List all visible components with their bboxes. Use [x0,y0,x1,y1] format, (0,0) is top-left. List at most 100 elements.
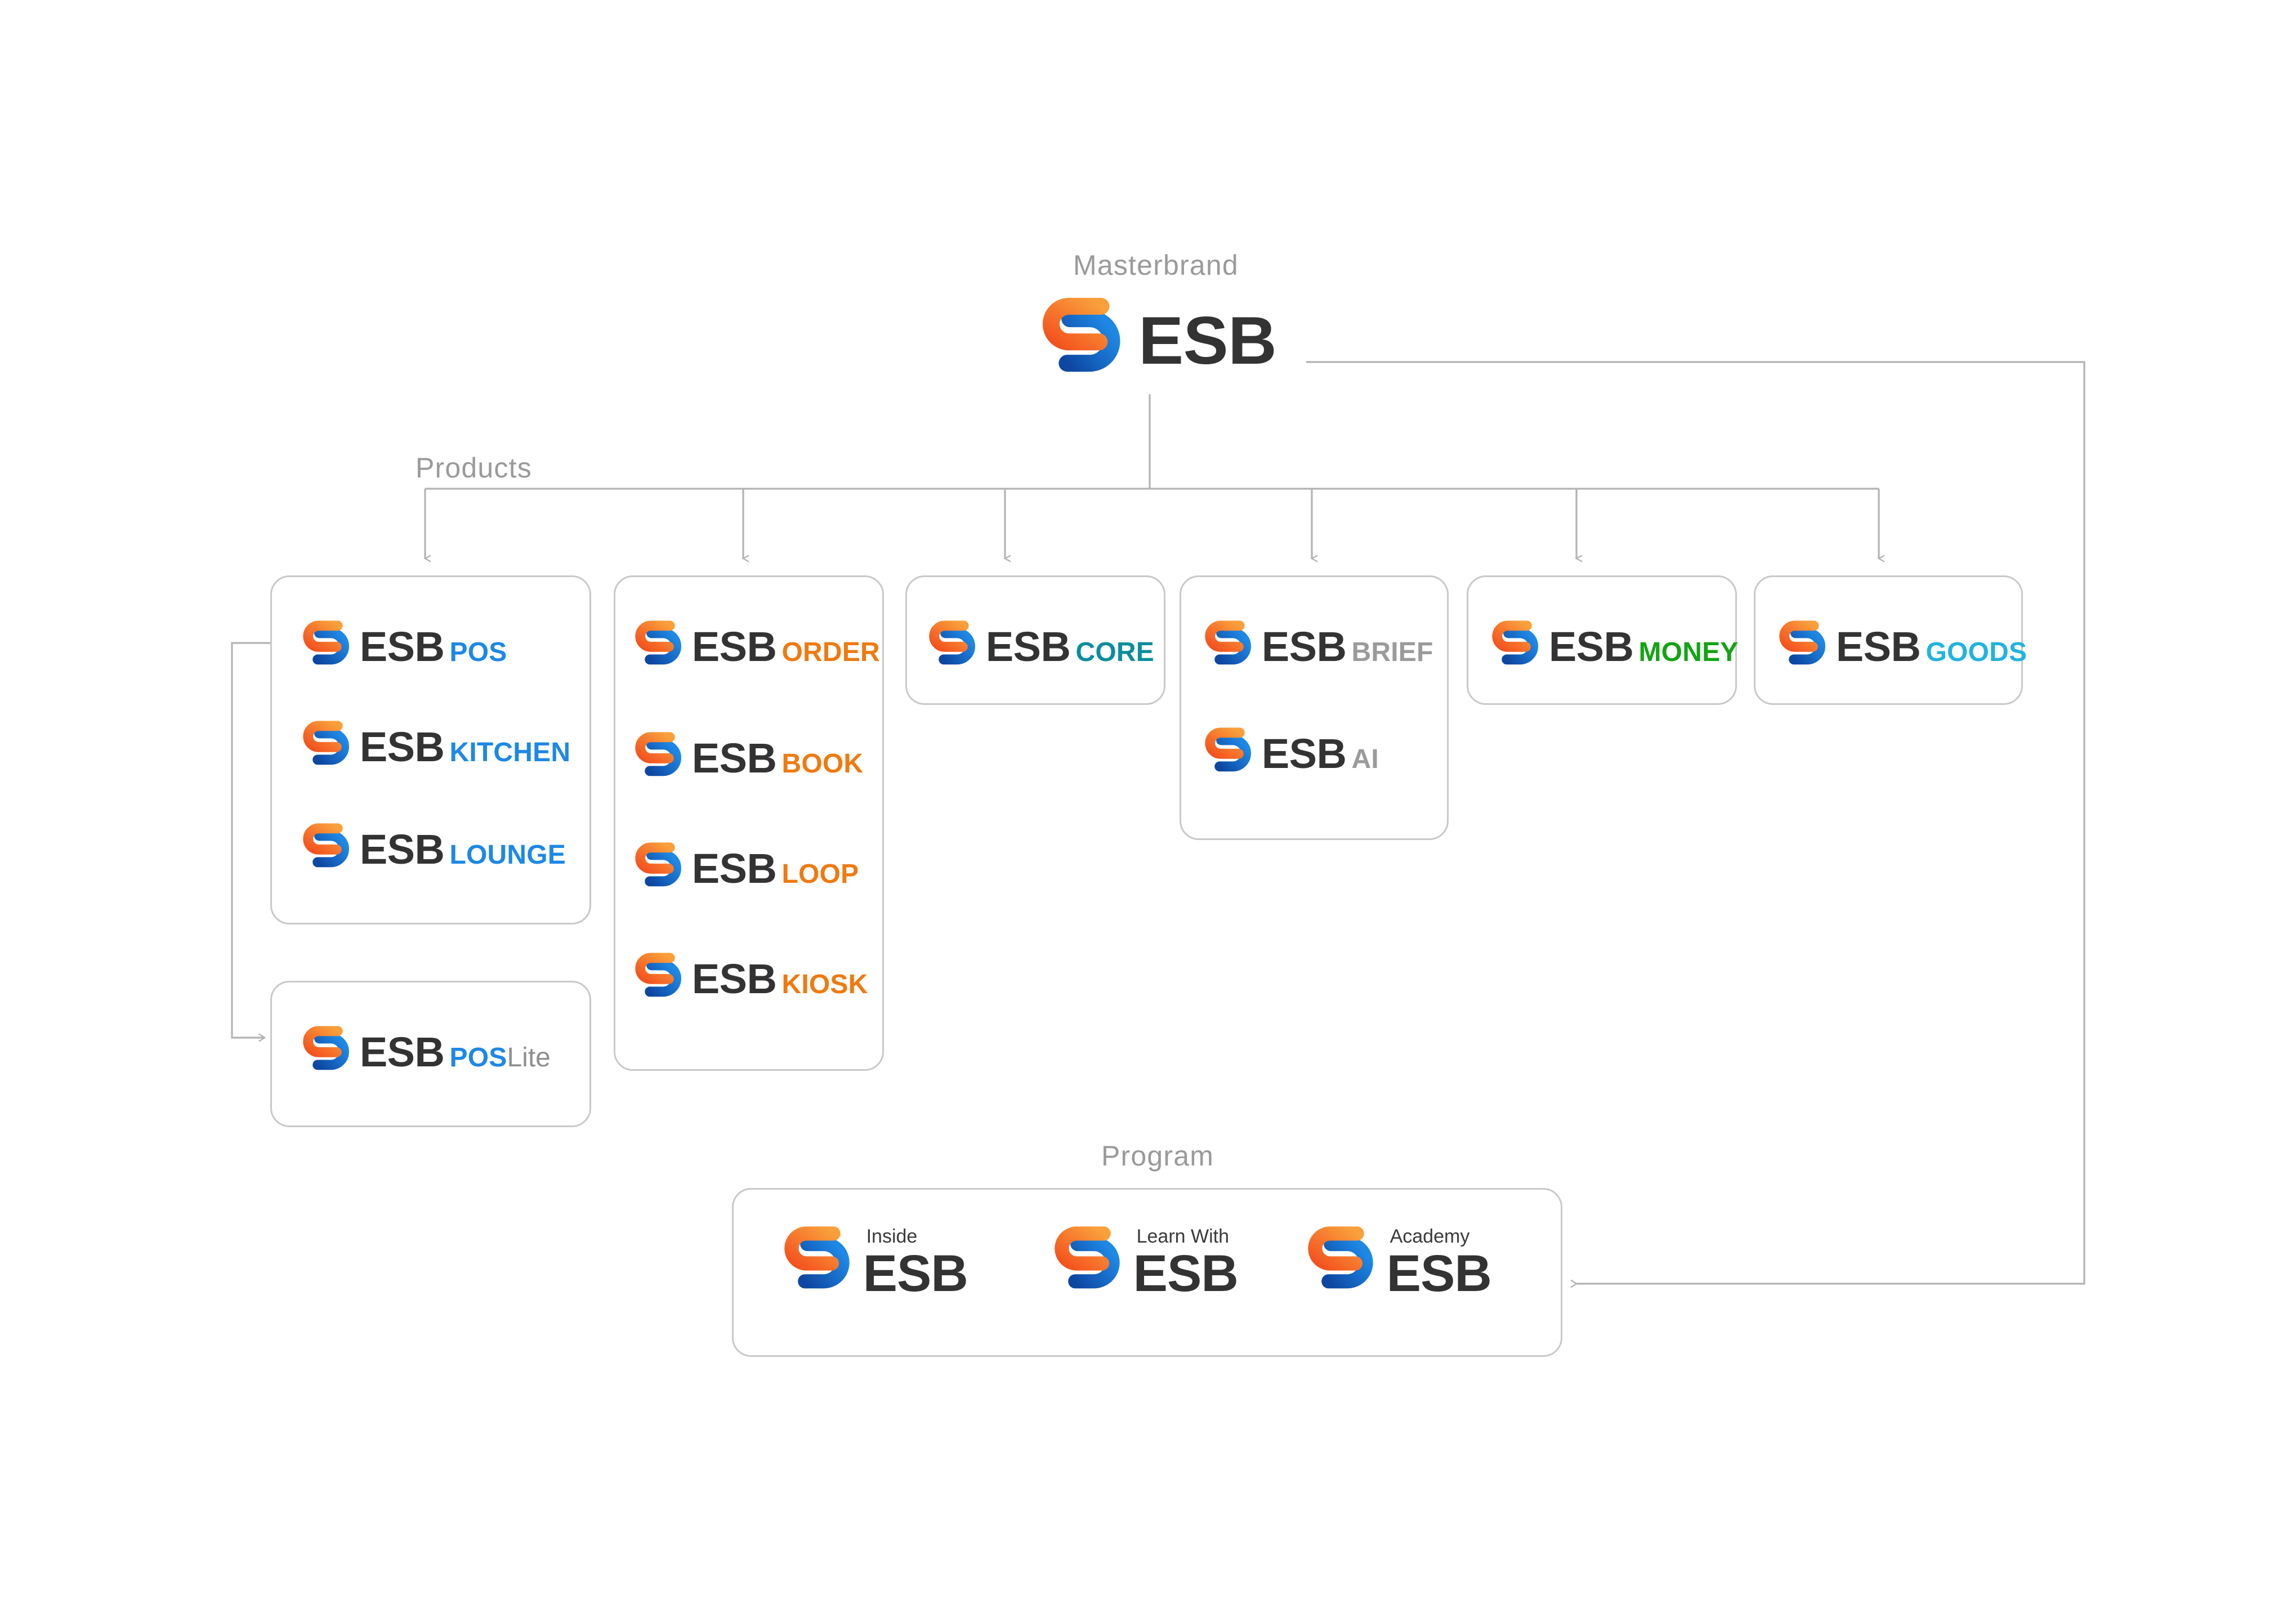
wordmark-esb: ESB [691,955,777,1002]
wordmark-suffix: BRIEF [1351,637,1433,667]
esb-logo-mark [1204,619,1257,674]
esb-logo-mark [1491,619,1544,674]
card-brief-ai[interactable] [1180,575,1449,840]
esb-logo-mark [302,619,355,674]
section-label-program: Program [1101,1140,1214,1172]
card-program[interactable] [732,1188,1562,1357]
esb-logo-mark [303,620,349,665]
wordmark-suffix: KIOSK [781,969,868,999]
esb-logo-mark [1040,296,1129,386]
program-descriptor: Academy [1390,1225,1470,1247]
wordmark-suffix: LOUNGE [449,839,566,870]
wordmark-esb: ESB [691,734,777,781]
esb-logo-mark [1779,620,1825,665]
wordmark-suffix: POS [449,637,507,667]
esb-logo-mark [1205,620,1251,665]
wordmark-esb: ESB [1261,730,1347,777]
masterbrand-wordmark: ESB [1138,303,1277,378]
esb-logo-mark [1205,727,1251,772]
esb-logo-mark [1053,1225,1128,1301]
esb-logo-mark [1204,726,1257,781]
wordmark-suffix: MONEY [1638,637,1739,667]
wordmark-esb: ESB [359,723,445,770]
esb-logo-mark [1492,620,1538,665]
esb-logo-mark [634,841,687,896]
program-descriptor: Inside [866,1225,918,1247]
esb-logo-mark [1306,1225,1381,1301]
esb-logo-mark [302,822,355,877]
wordmark-esb: ESB [1548,623,1634,670]
wordmark-esb: ESB [1386,1244,1492,1302]
wordmark-esb: ESB [691,623,777,670]
esb-logo-mark [1308,1226,1373,1289]
card-money[interactable] [1467,575,1737,705]
wire-pos-to-poslite [231,642,270,1042]
esb-logo-mark [929,620,975,665]
wordmark-esb: ESB [359,1028,445,1075]
wordmark-suffix: BOOK [781,748,864,779]
esb-logo-mark [635,620,681,665]
wordmark-esb: ESB [1133,1244,1239,1302]
wordmark-esb: ESB [359,623,445,670]
esb-logo-mark [302,720,355,774]
section-label-products: Products [416,452,532,484]
esb-logo-mark [784,1226,850,1289]
esb-logo-mark [634,731,687,785]
wordmark-suffix: KITCHEN [449,737,571,767]
esb-logo-mark [1778,619,1831,674]
esb-logo-mark [303,823,349,868]
wordmark-suffix: GOODS [1926,637,2027,667]
esb-logo-mark [635,732,681,776]
esb-logo-mark [783,1225,857,1301]
wordmark-suffix: LOOP [781,859,859,889]
card-goods[interactable] [1754,575,2023,705]
esb-logo-mark [302,1025,355,1079]
esb-logo-mark [1055,1226,1120,1289]
esb-logo-mark [634,619,687,674]
program-descriptor: Learn With [1136,1225,1229,1247]
esb-logo-mark [635,953,681,997]
card-core[interactable] [905,575,1165,705]
esb-logo-mark [303,1026,349,1070]
wordmark-esb: ESB [1138,303,1277,378]
wordmark-suffix: POS [449,1042,507,1073]
section-label-masterbrand: Masterbrand [1073,249,1239,281]
esb-logo-mark [928,619,981,674]
wordmark-suffix: CORE [1075,637,1154,667]
esb-logo-mark [303,721,349,765]
wordmark-esb: ESB [1835,623,1921,670]
wordmark-suffix: ORDER [781,637,880,667]
